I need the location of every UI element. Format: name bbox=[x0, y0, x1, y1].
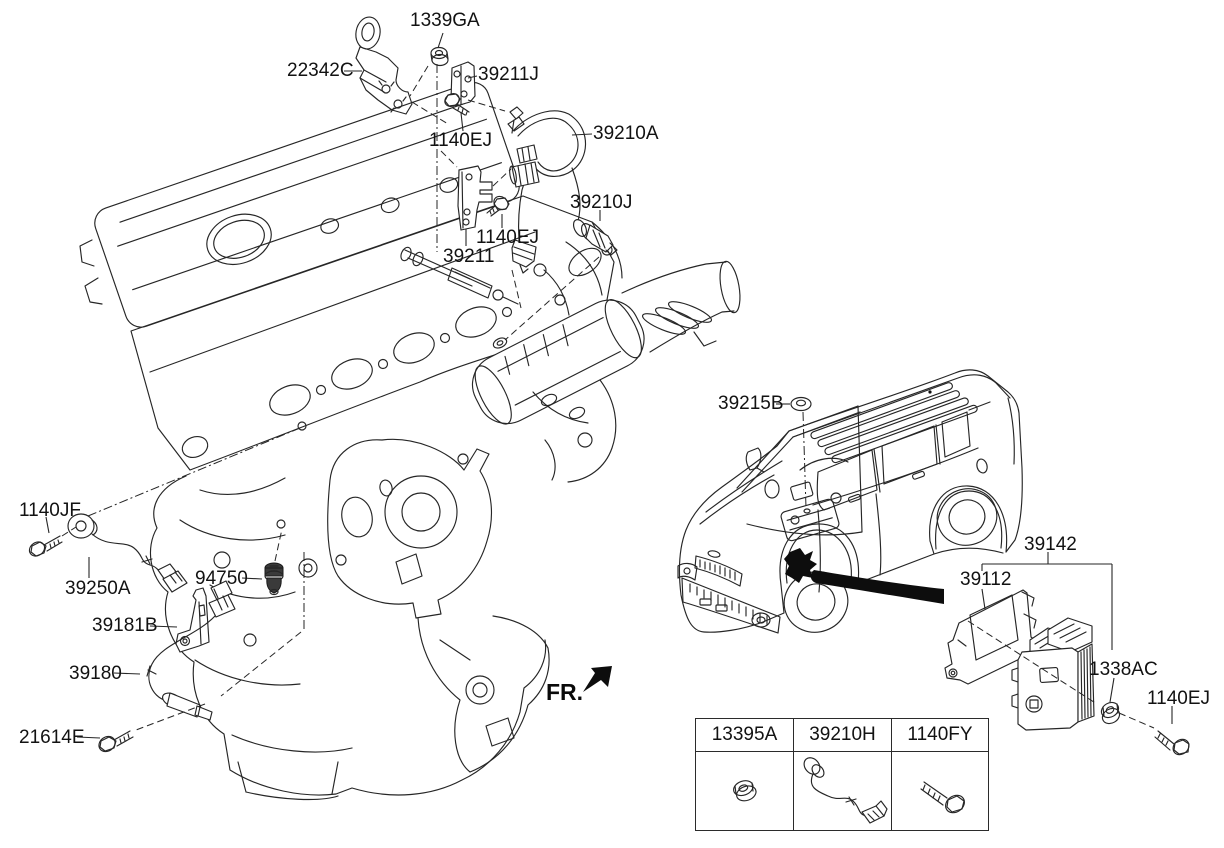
catalytic-converter bbox=[471, 299, 645, 483]
bracket-22342c bbox=[355, 16, 413, 115]
reference-parts-table: 13395A 39210H 1140FY bbox=[695, 718, 989, 831]
table-header-39210h: 39210H bbox=[794, 719, 892, 752]
exhaust-downpipe bbox=[621, 260, 741, 353]
vehicle-roof bbox=[792, 374, 1011, 464]
front-fascia bbox=[677, 550, 781, 634]
leader-lines bbox=[45, 32, 1173, 739]
rear-wheel bbox=[935, 488, 1003, 550]
side-mirror bbox=[745, 447, 765, 473]
bolt-1140ej-right bbox=[1154, 730, 1190, 756]
table-header-1140fy: 1140FY bbox=[892, 719, 988, 752]
fr-direction-arrow bbox=[583, 666, 612, 692]
part-label-39215b: 39215B bbox=[718, 393, 784, 414]
part-label-1338ac: 1338AC bbox=[1089, 659, 1158, 680]
table-cell-39210h bbox=[794, 752, 892, 830]
ecu-bracket-39112 bbox=[944, 589, 1041, 685]
o2-sensor-body-upstream bbox=[511, 239, 537, 274]
o2-sensor-39210a bbox=[507, 106, 587, 274]
part-label-39250a: 39250A bbox=[65, 578, 131, 599]
table-cell-1140fy bbox=[892, 752, 988, 830]
vehicle-outline bbox=[677, 369, 1023, 634]
part-label-1140jf: 1140JF bbox=[19, 500, 81, 521]
nut-1338ac bbox=[1100, 701, 1121, 725]
part-label-39180: 39180 bbox=[69, 663, 122, 684]
bolt-1140ej-upper bbox=[444, 93, 470, 116]
table-header-13395a: 13395A bbox=[696, 719, 794, 752]
engine-block bbox=[149, 421, 550, 801]
part-label-1140ej-middle: 1140EJ bbox=[476, 227, 540, 248]
bolt-21614e bbox=[98, 730, 134, 753]
part-label-22342c: 22342C bbox=[287, 60, 354, 81]
location-arrow-swoosh bbox=[810, 570, 944, 604]
side-windows bbox=[812, 401, 991, 511]
bolt-1140ej-middle bbox=[486, 195, 510, 217]
crank-sensor-body bbox=[162, 692, 213, 721]
part-label-39181b: 39181B bbox=[92, 615, 158, 636]
engine-mount-stud bbox=[400, 246, 519, 305]
table-cell-13395a bbox=[696, 752, 794, 830]
o2-connector-lower bbox=[509, 161, 540, 188]
o2-connector-upper bbox=[516, 144, 538, 164]
part-label-1339ga: 1339GA bbox=[410, 10, 480, 31]
windshield-and-engine-bay bbox=[736, 405, 863, 542]
part-label-94750: 94750 bbox=[195, 568, 248, 589]
bracket-39181b bbox=[175, 587, 210, 653]
part-label-1140ej-right: 1140EJ bbox=[1147, 688, 1211, 709]
nut-13395a-icon bbox=[733, 780, 757, 802]
part-label-39211: 39211 bbox=[443, 246, 495, 267]
bolt-1140fy-icon bbox=[920, 781, 965, 814]
ecu-module-39142 bbox=[1011, 617, 1095, 731]
part-label-39210a: 39210A bbox=[593, 123, 659, 144]
knock-sensor-connector bbox=[157, 563, 188, 593]
vehicle-side-details bbox=[699, 397, 1015, 593]
ecu-location-marker bbox=[784, 548, 817, 583]
part-label-39112: 39112 bbox=[960, 569, 1012, 590]
fr-direction-label: FR. bbox=[546, 679, 584, 705]
bell-housing bbox=[327, 438, 492, 619]
part-label-21614e: 21614E bbox=[19, 727, 85, 748]
assembly-dashed-lines bbox=[61, 64, 1155, 731]
oil-pressure-switch-94750 bbox=[264, 519, 286, 596]
o2-sensor-39210j bbox=[572, 219, 618, 256]
sensor-39210h-icon bbox=[803, 757, 888, 824]
part-label-39142: 39142 bbox=[1024, 534, 1077, 555]
part-label-1140ej-upper: 1140EJ bbox=[429, 130, 493, 151]
part-label-39210j: 39210J bbox=[570, 192, 633, 213]
bracket-39211 bbox=[457, 165, 493, 231]
part-label-39211j: 39211J bbox=[478, 64, 539, 85]
crank-sensor-connector bbox=[208, 580, 236, 618]
nut-1339ga bbox=[430, 46, 449, 67]
engine-drawing bbox=[79, 81, 741, 801]
bolt-1140jf bbox=[28, 535, 63, 557]
crank-sensor-39180 bbox=[146, 580, 236, 721]
grommet-39215b bbox=[790, 396, 812, 412]
knock-sensor-39250a bbox=[67, 513, 188, 593]
